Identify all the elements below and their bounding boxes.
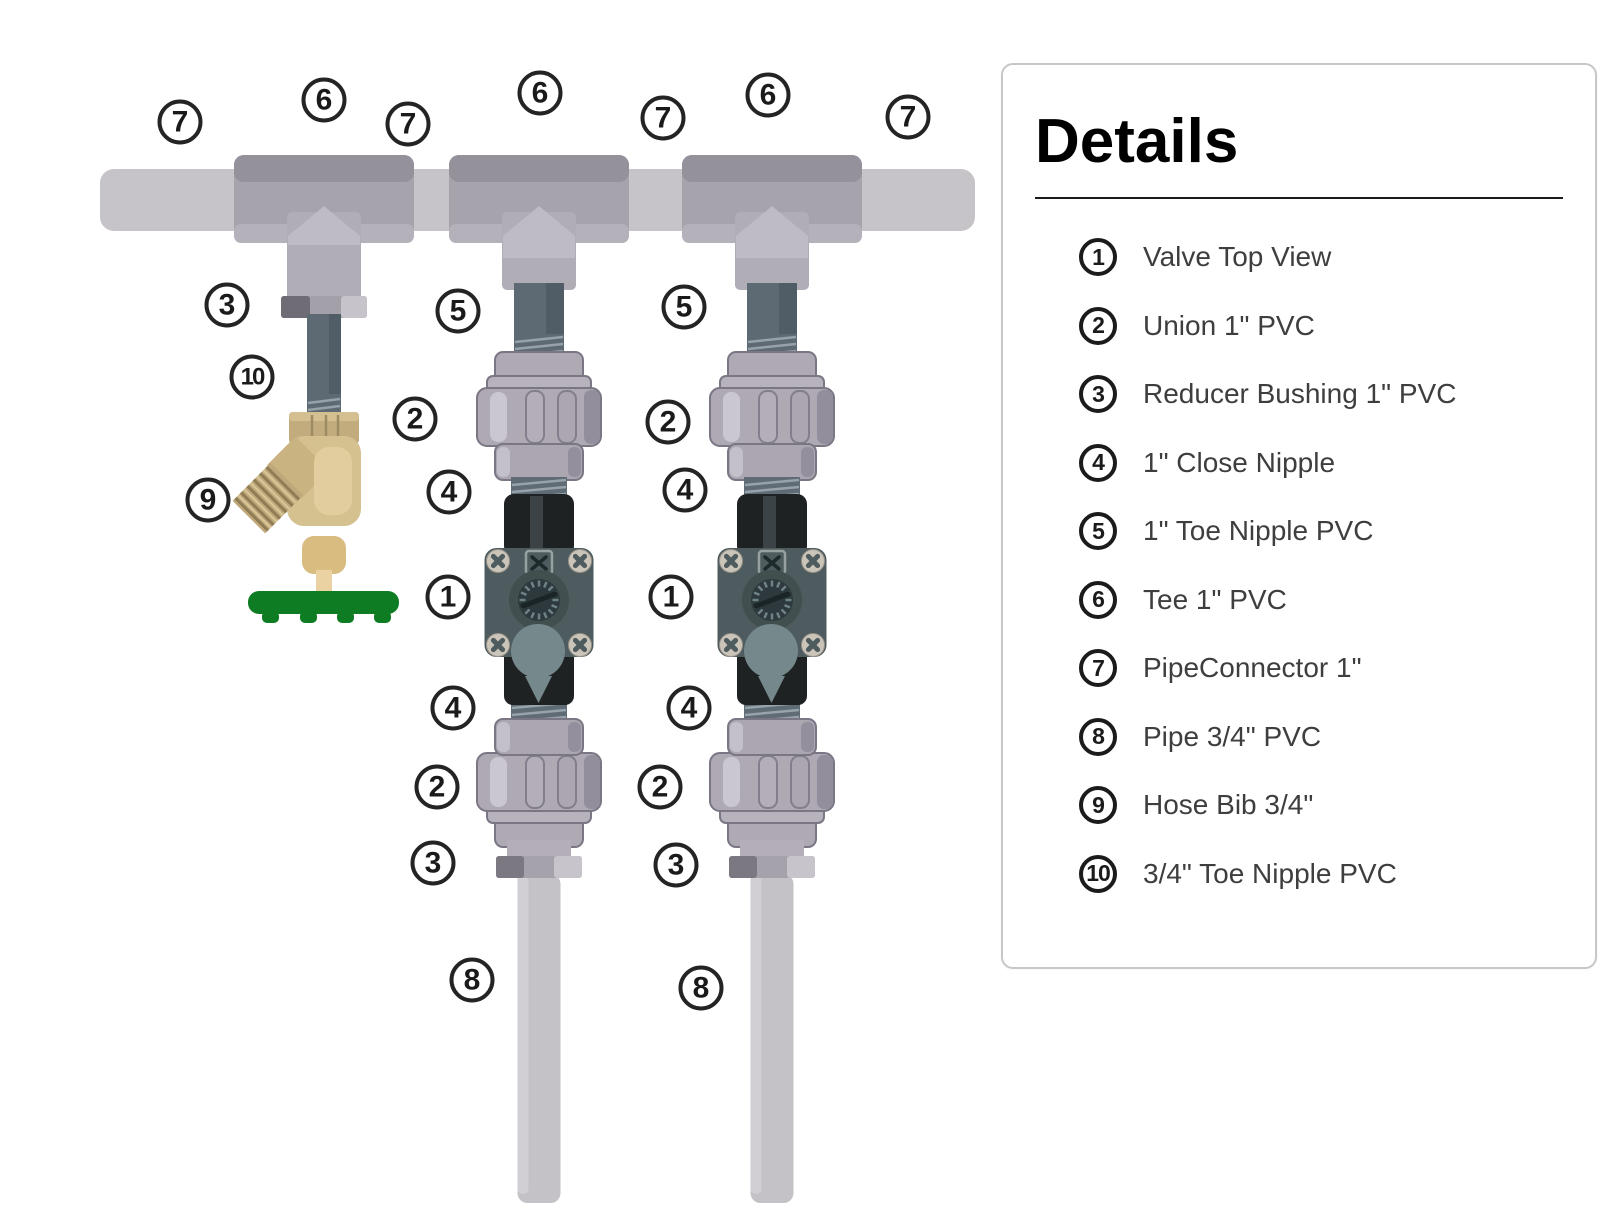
- callout-pipe-right: 8: [678, 965, 724, 1011]
- legend-label: 1" Toe Nipple PVC: [1143, 515, 1374, 547]
- callout-union-bottom-mid: 2: [414, 764, 460, 810]
- legend-item-toe-nipple-1in: 5 1" Toe Nipple PVC: [1035, 497, 1563, 566]
- tee-2: [449, 155, 629, 290]
- hose-bib-spout: [232, 436, 330, 534]
- callout-close-nipple-bottom-mid: 4: [430, 685, 476, 731]
- legend-item-toe-nipple-34: 10 3/4" Toe Nipple PVC: [1035, 840, 1563, 909]
- valve-assembly-right: [710, 283, 834, 1203]
- callout-toe-nipple-mid: 5: [435, 288, 481, 334]
- callout-close-nipple-top-mid: 4: [426, 469, 472, 515]
- panel-title: Details: [1035, 107, 1239, 176]
- callout-tee-3: 6: [745, 72, 791, 118]
- legend-label: 1" Close Nipple: [1143, 446, 1336, 478]
- legend-number-badge: 8: [1079, 717, 1117, 756]
- legend-item-pipe-connector: 7 PipeConnector 1": [1035, 634, 1563, 703]
- legend-label: 3/4" Toe Nipple PVC: [1143, 857, 1397, 889]
- legend-number-badge: 6: [1079, 580, 1117, 619]
- callout-tee-2: 6: [517, 70, 563, 116]
- callout-tee-1: 6: [301, 77, 347, 123]
- callout-reducer-bushing-mid: 3: [410, 840, 456, 886]
- legend-label: Union 1" PVC: [1143, 309, 1315, 341]
- details-panel: Details 1 Valve Top View 2 Union 1" PVC …: [1001, 63, 1597, 969]
- plumbing-assembly-diagram: [100, 155, 975, 1225]
- legend-item-close-nipple: 4 1" Close Nipple: [1035, 429, 1563, 498]
- callout-reducer-bushing-right: 3: [653, 842, 699, 888]
- hose-bib-valve: [232, 412, 399, 623]
- callout-pipe-connector-far-left: 7: [157, 99, 203, 145]
- legend-number-badge: 10: [1079, 854, 1117, 893]
- legend-number-badge: 1: [1079, 238, 1117, 277]
- legend-label: PipeConnector 1": [1143, 652, 1362, 684]
- legend-item-tee: 6 Tee 1" PVC: [1035, 566, 1563, 635]
- callout-valve-mid: 1: [425, 574, 471, 620]
- legend-item-pipe-34: 8 Pipe 3/4" PVC: [1035, 703, 1563, 772]
- callout-hose-bib: 9: [185, 477, 231, 523]
- legend-item-valve: 1 Valve Top View: [1035, 223, 1563, 292]
- legend-label: Reducer Bushing 1" PVC: [1143, 378, 1457, 410]
- legend-label: Valve Top View: [1143, 241, 1332, 273]
- callout-pipe-mid: 8: [449, 957, 495, 1003]
- legend-list: 1 Valve Top View 2 Union 1" PVC 3 Reduce…: [1035, 223, 1563, 908]
- callout-union-top-mid: 2: [392, 396, 438, 442]
- callout-close-nipple-top-right: 4: [662, 467, 708, 513]
- legend-number-badge: 5: [1079, 512, 1117, 551]
- legend-item-hose-bib: 9 Hose Bib 3/4": [1035, 771, 1563, 840]
- hose-bib-handle: [248, 591, 399, 623]
- callout-reducer-bushing-left: 3: [204, 282, 250, 328]
- legend-number-badge: 2: [1079, 306, 1117, 345]
- valve-assembly-middle: [477, 283, 601, 1203]
- legend-number-badge: 4: [1079, 443, 1117, 482]
- legend-label: Pipe 3/4" PVC: [1143, 720, 1322, 752]
- legend-number-badge: 7: [1079, 649, 1117, 688]
- legend-number-badge: 3: [1079, 375, 1117, 414]
- callout-toe-nipple-34-left: 10: [229, 354, 275, 400]
- callout-pipe-connector-right-mid: 7: [640, 95, 686, 141]
- tee-3: [682, 155, 862, 290]
- title-divider: [1035, 197, 1563, 199]
- callout-pipe-connector-far-right: 7: [885, 94, 931, 140]
- callout-union-bottom-right: 2: [637, 764, 683, 810]
- callout-pipe-connector-left-mid: 7: [385, 101, 431, 147]
- callout-union-top-right: 2: [645, 399, 691, 445]
- hose-bib-assembly: [232, 245, 399, 623]
- legend-label: Tee 1" PVC: [1143, 583, 1287, 615]
- legend-number-badge: 9: [1079, 786, 1117, 825]
- callout-close-nipple-bottom-right: 4: [666, 685, 712, 731]
- callout-valve-right: 1: [648, 574, 694, 620]
- legend-item-reducer-bushing: 3 Reducer Bushing 1" PVC: [1035, 360, 1563, 429]
- legend-item-union: 2 Union 1" PVC: [1035, 292, 1563, 361]
- legend-label: Hose Bib 3/4": [1143, 789, 1314, 821]
- callout-toe-nipple-right: 5: [661, 284, 707, 330]
